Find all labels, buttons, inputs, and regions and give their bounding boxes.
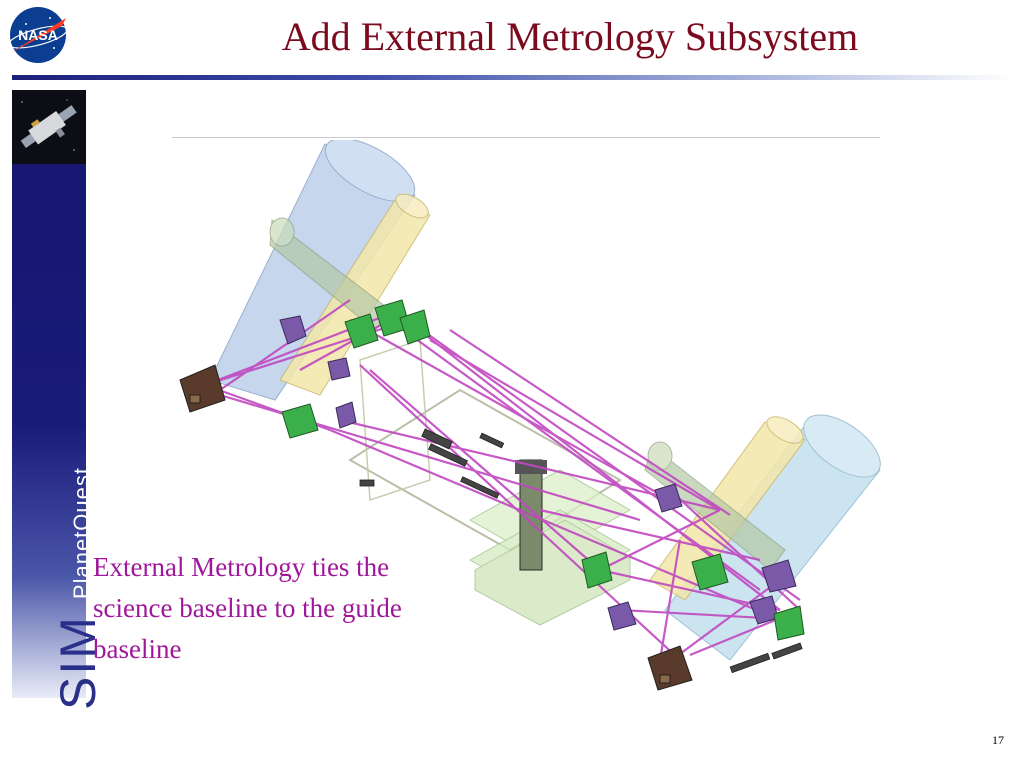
purple-modules bbox=[279, 315, 797, 631]
page-number: 17 bbox=[992, 733, 1004, 747]
green-base-plates bbox=[468, 469, 632, 626]
spacecraft-thumbnail bbox=[12, 90, 86, 164]
green-modules bbox=[281, 299, 805, 641]
title-underline bbox=[12, 75, 1012, 80]
brand-planetquest: PlanetQuest bbox=[69, 467, 94, 600]
metrology-diagram bbox=[179, 140, 881, 691]
nasa-logo: NASA bbox=[8, 7, 68, 63]
slide-caption: External Metrology ties the science base… bbox=[93, 552, 402, 664]
slide-title: Add External Metrology Subsystem bbox=[281, 14, 859, 59]
optical-bench-details bbox=[359, 428, 803, 674]
content-rule bbox=[172, 137, 880, 138]
sidebar-band bbox=[12, 90, 86, 698]
combiner-assembly-left bbox=[179, 364, 226, 413]
nasa-logo-text: NASA bbox=[18, 27, 58, 43]
combiner-assembly-right bbox=[647, 645, 693, 691]
support-frame bbox=[348, 338, 622, 552]
